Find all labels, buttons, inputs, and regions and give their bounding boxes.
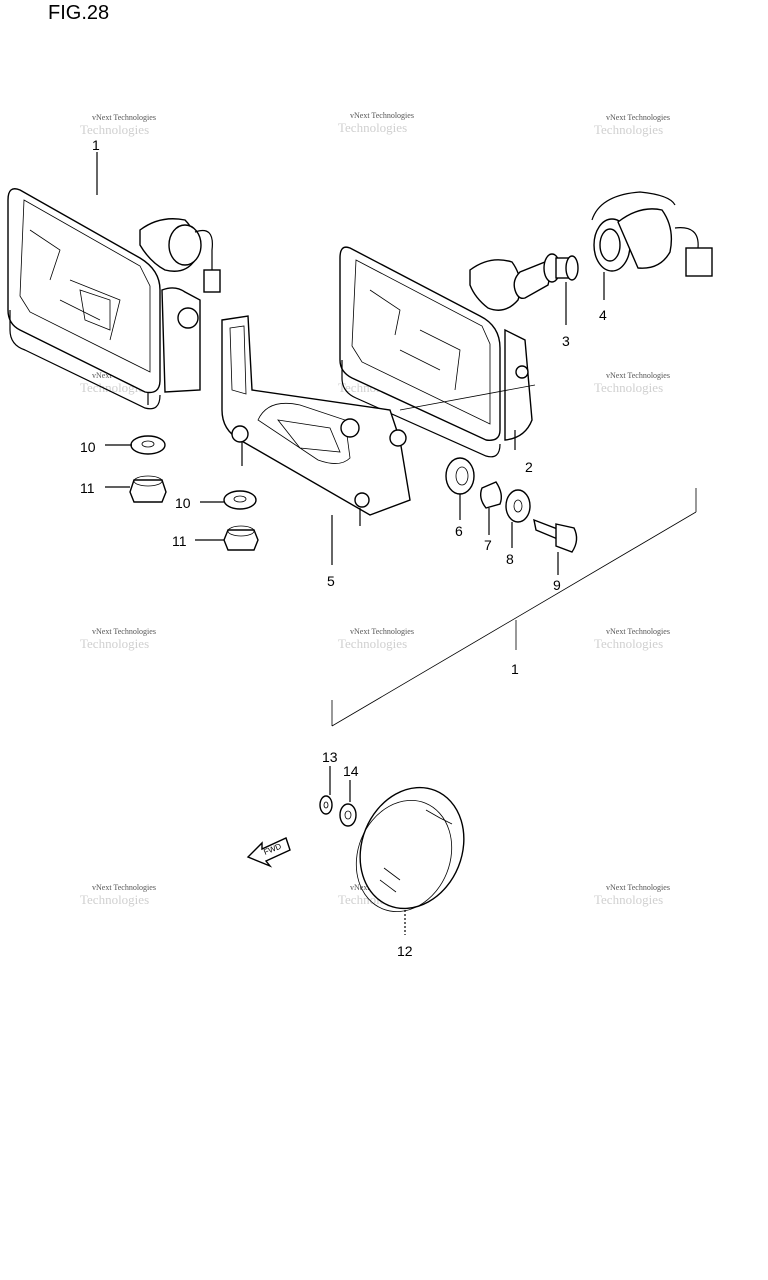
svg-text:Technologies: Technologies	[80, 636, 149, 651]
callout-13: 13	[322, 749, 338, 765]
svg-text:vNext Technologies: vNext Technologies	[606, 113, 670, 122]
watermark: Technologies vNext Technologies	[338, 111, 414, 135]
svg-text:vNext Technologies: vNext Technologies	[92, 627, 156, 636]
bracket	[221, 315, 411, 526]
socket	[591, 191, 713, 300]
svg-text:Technologies: Technologies	[594, 122, 663, 137]
callout-2: 2	[525, 459, 533, 475]
callout-14: 14	[343, 763, 359, 779]
callout-10-center: 10	[175, 495, 191, 511]
right-fog-lamp	[339, 246, 533, 458]
svg-text:Technologies: Technologies	[594, 380, 663, 395]
callout-5: 5	[327, 573, 335, 589]
callout-1-assembly: 1	[511, 661, 519, 677]
washer	[505, 489, 531, 523]
nut-center	[223, 525, 259, 551]
svg-text:Technologies: Technologies	[80, 122, 149, 137]
bolt	[533, 518, 578, 553]
callout-1: 1	[92, 137, 100, 153]
watermark: Technologies vNext Technologies	[80, 627, 156, 651]
svg-text:vNext Technologies: vNext Technologies	[92, 113, 156, 122]
watermark: Technologies vNext Technologies	[594, 627, 670, 651]
callout-10-left: 10	[80, 439, 96, 455]
svg-text:Technologies: Technologies	[338, 120, 407, 135]
nut-left	[129, 475, 167, 503]
svg-text:vNext Technologies: vNext Technologies	[606, 371, 670, 380]
callout-7: 7	[484, 537, 492, 553]
callout-8: 8	[506, 551, 514, 567]
svg-text:vNext Technologies: vNext Technologies	[92, 883, 156, 892]
figure-title: FIG.28	[48, 2, 110, 24]
svg-text:Technologies: Technologies	[338, 636, 407, 651]
svg-text:vNext Technologies: vNext Technologies	[606, 627, 670, 636]
small-washer-14	[339, 803, 357, 827]
callout-11-left: 11	[80, 480, 95, 496]
collar	[479, 481, 503, 509]
washer-left	[130, 435, 166, 455]
callouts: 1 2 3 4 5 6 7 8 9 10 11 10 11 1 12 13 14	[80, 137, 607, 959]
bulb	[513, 253, 579, 325]
callout-4: 4	[599, 307, 607, 323]
left-fog-lamp	[7, 188, 221, 410]
small-washer-13	[319, 795, 333, 815]
watermark: Technologies vNext Technologies	[80, 883, 156, 907]
callout-3: 3	[562, 333, 570, 349]
callout-12: 12	[397, 943, 413, 959]
rubber-grommet	[445, 457, 475, 495]
callout-11-center: 11	[172, 533, 187, 549]
callout-6: 6	[455, 523, 463, 539]
watermark: Technologies vNext Technologies	[80, 113, 156, 137]
svg-text:vNext Technologies: vNext Technologies	[606, 883, 670, 892]
forward-arrow-icon: FWD	[246, 837, 291, 868]
callout-9: 9	[553, 577, 561, 593]
watermark: Technologies vNext Technologies	[594, 883, 670, 907]
watermark: Technologies vNext Technologies	[594, 371, 670, 395]
washer-center	[223, 490, 257, 510]
svg-text:Technologies: Technologies	[594, 892, 663, 907]
svg-text:Technologies: Technologies	[594, 636, 663, 651]
svg-text:Technologies: Technologies	[80, 892, 149, 907]
lamp-cover	[355, 786, 465, 912]
watermark: Technologies vNext Technologies	[338, 627, 414, 651]
svg-text:vNext Technologies: vNext Technologies	[350, 111, 414, 120]
leader-lines	[96, 152, 697, 935]
svg-text:vNext Technologies: vNext Technologies	[350, 627, 414, 636]
watermark: Technologies vNext Technologies	[594, 113, 670, 137]
